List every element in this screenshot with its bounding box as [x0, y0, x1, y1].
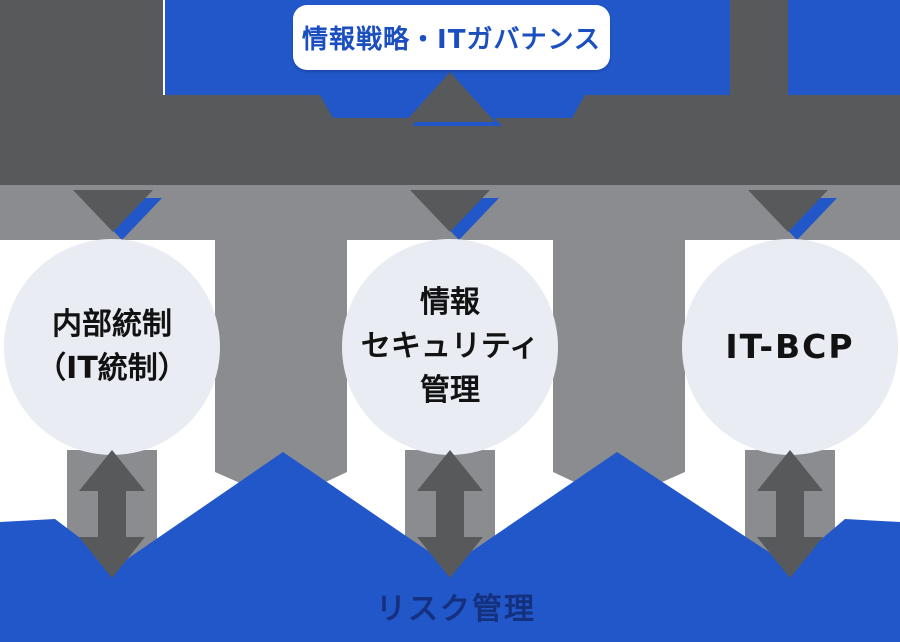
lower-double-arrow-right [757, 450, 823, 578]
title-box-label: 情報戦略・ITガバナンス [302, 25, 601, 55]
circle-label-it-bcp: IT-BCP [680, 312, 900, 382]
gap-gray-left [215, 240, 347, 502]
top-left-gray-arrow-body [0, 0, 163, 95]
upper-gray-band [0, 95, 900, 185]
top-right-blue-arrow-body [788, 0, 900, 95]
circle1-line1: 内部統制 [52, 307, 172, 342]
center-up-arrowhead [405, 72, 495, 122]
gap-gray-right [553, 240, 685, 502]
center-down-arrowhead [410, 190, 490, 232]
circle1-line2: （IT統制） [36, 351, 188, 386]
lower-double-arrow-center [417, 450, 483, 578]
circle2-line2: セキュリティ [360, 329, 540, 364]
left-down-arrowhead [73, 190, 153, 232]
circle2-line1: 情報 [420, 285, 480, 320]
lower-double-arrow-left [79, 450, 145, 578]
bottom-band-label: リスク管理 [376, 592, 536, 627]
title-box: 情報戦略・ITガバナンス [293, 5, 610, 70]
bottom-blue-banner [0, 452, 900, 642]
circle-label-information-security: 情報 セキュリティ 管理 [340, 272, 560, 422]
circle3-line1: IT-BCP [725, 327, 855, 366]
right-down-arrowhead [748, 190, 828, 232]
circle-it-bcp [682, 239, 898, 455]
circle-label-internal-control: 内部統制 （IT統制） [2, 287, 222, 407]
top-right-gray-strip [730, 0, 788, 95]
circle2-line3: 管理 [420, 373, 480, 408]
circle-internal-control [4, 239, 220, 455]
circle-information-security [342, 239, 558, 455]
